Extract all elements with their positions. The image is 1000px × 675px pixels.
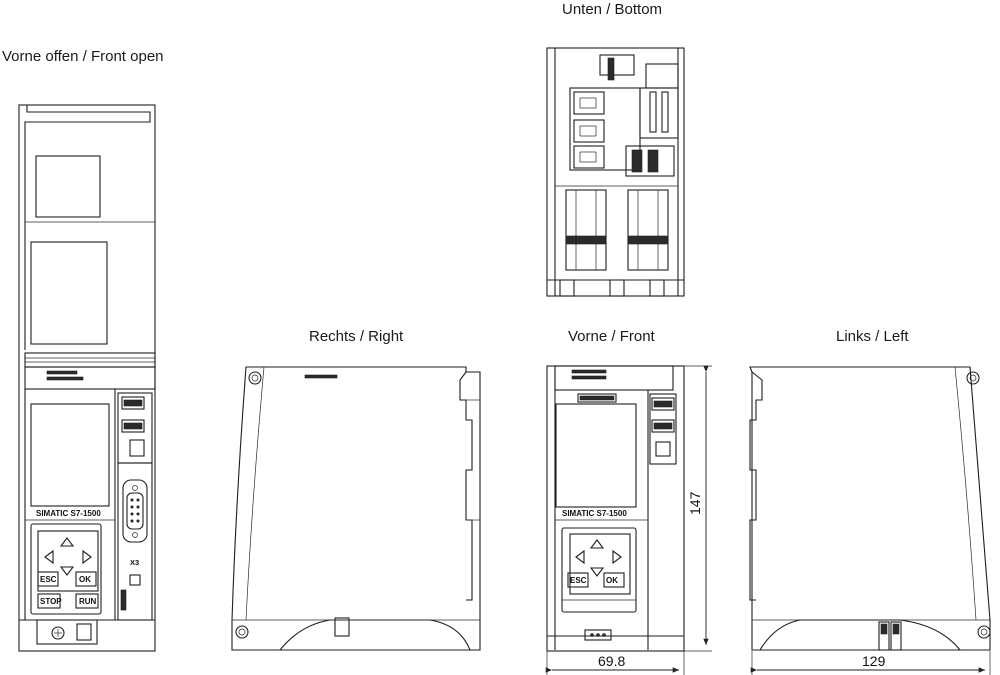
cover-window-upper	[35, 155, 101, 218]
view-title-right: Rechts / Right	[309, 328, 404, 345]
front-open-keypad	[30, 523, 102, 615]
ethernet-port-2	[573, 119, 605, 143]
esc-key: ESC	[40, 575, 57, 584]
view-title-front-open: Vorne offen / Front open	[2, 48, 164, 65]
ok-key: OK	[79, 575, 91, 584]
up-arrow-icon	[59, 537, 75, 547]
left-arrow-icon	[44, 549, 54, 565]
profibus-connector	[122, 479, 148, 543]
down-arrow-icon	[59, 566, 75, 576]
run-key: RUN	[79, 597, 97, 606]
front-model-label: SIMATIC S7-1500	[562, 509, 627, 518]
stop-key: STOP	[40, 597, 62, 606]
dimension-height: 147	[684, 365, 712, 652]
front-display	[555, 403, 637, 508]
right-view	[231, 366, 481, 651]
front-view: SIMATIC S7-1500 ESC OK	[546, 365, 685, 652]
view-title-bottom: Unten / Bottom	[562, 1, 663, 18]
front-ok-key: OK	[606, 576, 618, 585]
dimension-width: 69.8	[545, 651, 685, 675]
front-open-display	[30, 403, 110, 507]
ethernet-port-1	[573, 91, 605, 115]
front-open-view: SIMATIC S7-1500 ESC OK STOP RUN X3	[18, 104, 156, 652]
dimension-depth: 129	[750, 651, 991, 675]
cover-window-lower	[30, 241, 108, 345]
bottom-view	[546, 47, 685, 297]
front-up-arrow-icon	[589, 539, 605, 549]
interface-label: X3	[130, 558, 139, 567]
view-title-front: Vorne / Front	[568, 328, 655, 345]
front-right-arrow-icon	[612, 549, 622, 565]
depth-dimension-value: 129	[862, 653, 886, 669]
right-arrow-icon	[82, 549, 92, 565]
width-dimension-value: 69.8	[598, 653, 625, 669]
front-esc-key: ESC	[570, 576, 587, 585]
front-keypad	[561, 527, 637, 613]
view-title-left: Links / Left	[836, 328, 909, 345]
front-open-model-label: SIMATIC S7-1500	[36, 509, 101, 518]
left-view	[749, 366, 991, 651]
front-left-arrow-icon	[575, 549, 585, 565]
height-dimension-value: 147	[687, 491, 703, 515]
ethernet-port-3	[573, 145, 605, 169]
front-down-arrow-icon	[589, 567, 605, 577]
